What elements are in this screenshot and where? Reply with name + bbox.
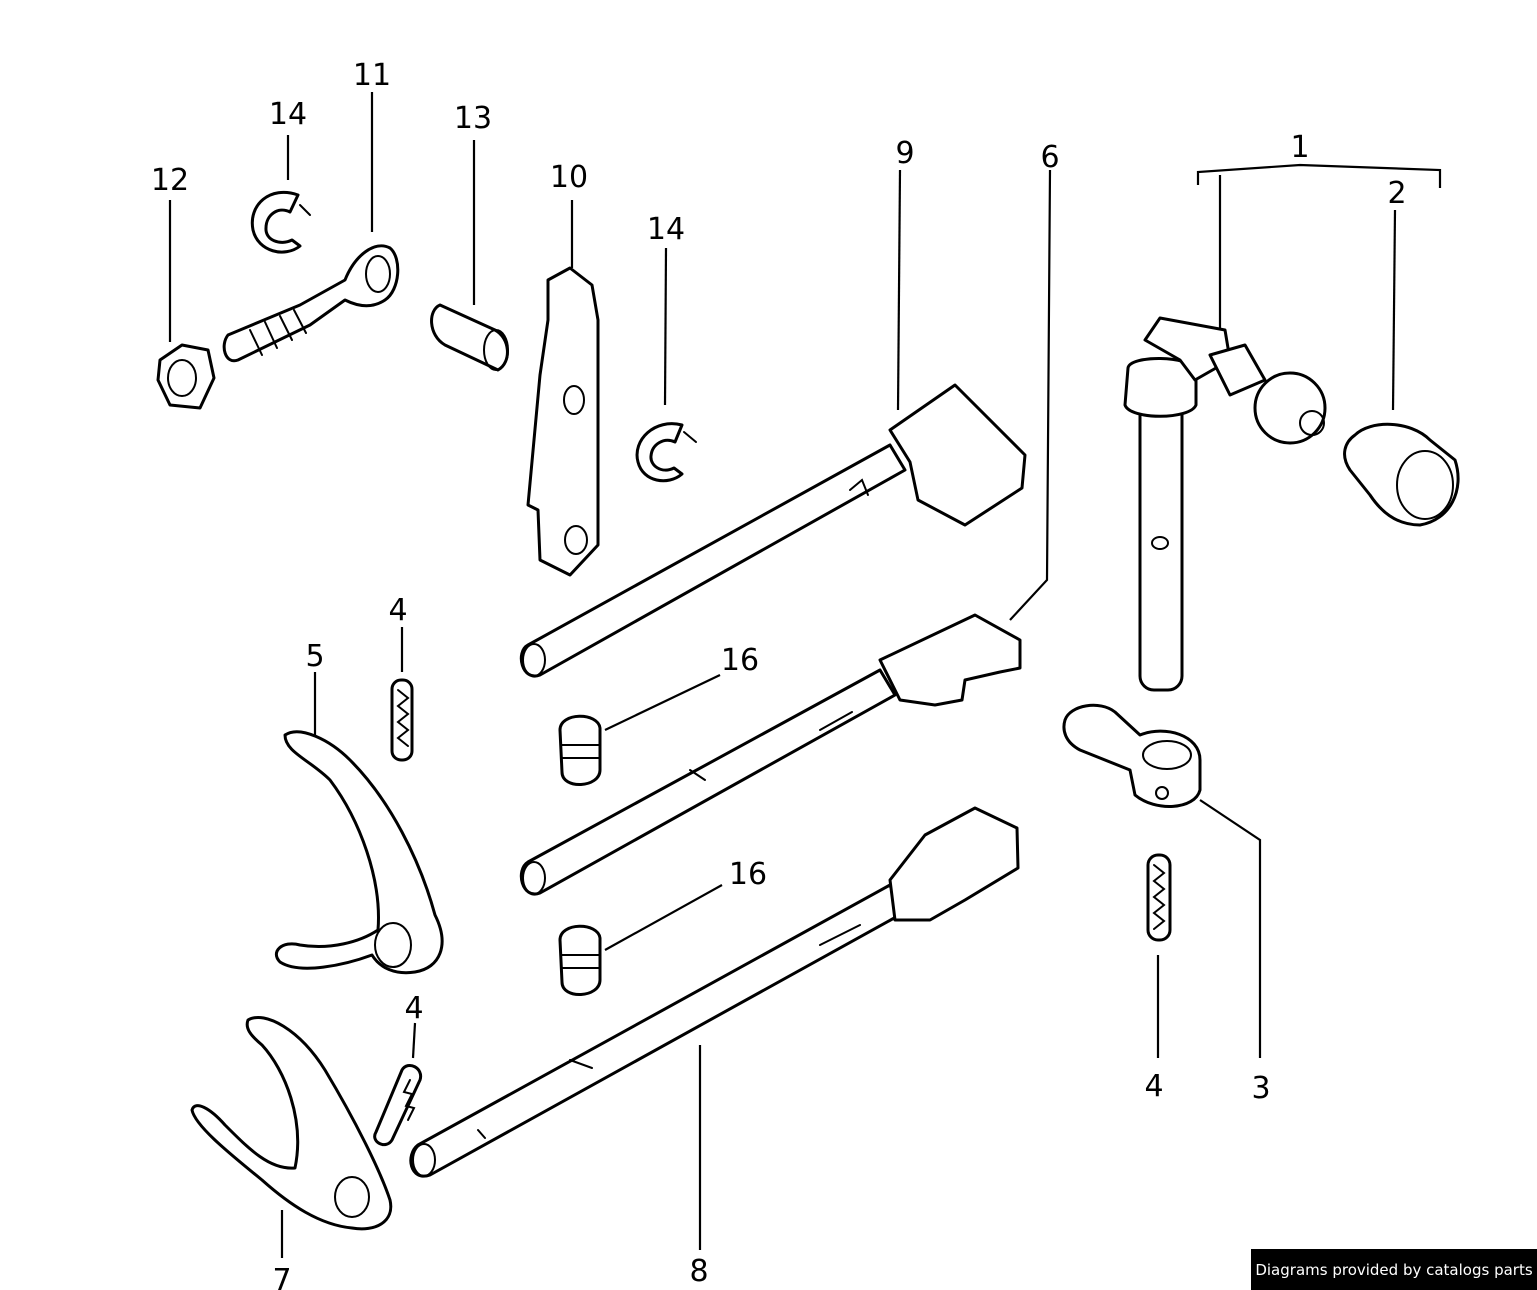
part-7-shift-fork bbox=[190, 1015, 393, 1231]
part-6-shift-rod bbox=[519, 613, 1022, 896]
part-12-hex-nut bbox=[156, 343, 216, 410]
credit-banner: Diagrams provided by catalogs parts bbox=[1251, 1249, 1537, 1290]
part-3-lever bbox=[1062, 703, 1202, 808]
part-5-shift-fork bbox=[274, 730, 444, 975]
callout-4-lower: 4 bbox=[404, 991, 423, 1026]
callout-14-right: 14 bbox=[647, 212, 685, 247]
callout-16-upper: 16 bbox=[721, 643, 759, 678]
part-14-circlip-right bbox=[635, 422, 697, 483]
callout-11: 11 bbox=[353, 58, 391, 93]
part-11-eye-bolt bbox=[222, 244, 400, 363]
part-16-plunger-lower bbox=[558, 924, 602, 996]
leader-lines bbox=[168, 92, 1442, 1258]
callout-7: 7 bbox=[272, 1263, 291, 1290]
callout-4-upper: 4 bbox=[388, 593, 407, 628]
part-2-rubber-cap bbox=[1343, 422, 1460, 527]
part-4-roll-pin-right bbox=[1146, 853, 1172, 942]
callout-8: 8 bbox=[689, 1254, 708, 1289]
callout-labels: 1 2 3 4 4 4 5 6 7 8 9 10 11 12 13 14 14 … bbox=[151, 58, 1407, 1290]
part-1-selector-shaft bbox=[1123, 316, 1327, 692]
callout-2: 2 bbox=[1387, 176, 1406, 211]
part-13-roller bbox=[430, 303, 509, 372]
callout-3: 3 bbox=[1251, 1071, 1270, 1106]
part-14-circlip-left bbox=[250, 190, 311, 254]
callout-14-left: 14 bbox=[269, 97, 307, 132]
part-10-lever-plate bbox=[526, 266, 600, 577]
part-4-roll-pin-lower-left bbox=[373, 1064, 423, 1146]
callout-13: 13 bbox=[454, 101, 492, 136]
callout-4-right: 4 bbox=[1144, 1069, 1163, 1104]
callout-12: 12 bbox=[151, 163, 189, 198]
callout-6: 6 bbox=[1040, 140, 1059, 175]
callout-9: 9 bbox=[895, 136, 914, 171]
callout-16-lower: 16 bbox=[729, 857, 767, 892]
callout-10: 10 bbox=[550, 160, 588, 195]
part-9-shift-rod bbox=[519, 383, 1027, 678]
part-16-plunger-upper bbox=[558, 714, 602, 786]
callout-5: 5 bbox=[305, 639, 324, 674]
part-8-shift-rod bbox=[409, 806, 1020, 1178]
part-4-roll-pin-upper bbox=[390, 678, 414, 762]
callout-1: 1 bbox=[1290, 130, 1309, 165]
